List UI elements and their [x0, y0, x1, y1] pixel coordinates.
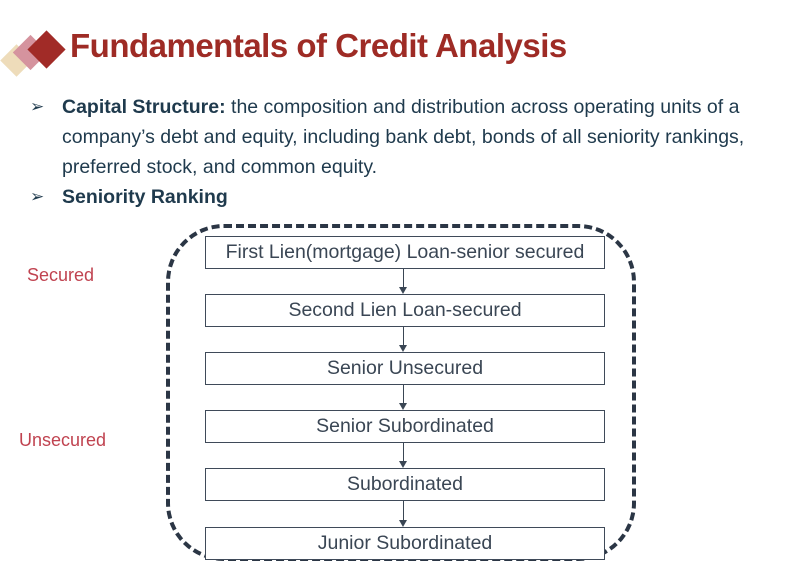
bullet-capital-structure-label: Capital Structure: [62, 96, 226, 118]
node-second-lien-loan: Second Lien Loan-secured [205, 294, 605, 327]
node-subordinated: Subordinated [205, 468, 605, 501]
node-senior-unsecured: Senior Unsecured [205, 352, 605, 385]
bullet-list: ➢ Capital Structure: the composition and… [30, 92, 746, 212]
arrow-down-icon [399, 501, 408, 527]
node-senior-subordinated: Senior Subordinated [205, 410, 605, 443]
bullet-seniority-ranking-label: Seniority Ranking [62, 186, 228, 208]
side-label-unsecured: Unsecured [19, 430, 107, 450]
bullet-arrow-icon: ➢ [30, 97, 45, 116]
node-junior-subordinated: Junior Subordinated [205, 527, 605, 560]
arrow-down-icon [399, 327, 408, 352]
bullet-capital-structure: ➢ Capital Structure: the composition and… [30, 92, 746, 182]
arrow-down-icon [399, 269, 408, 294]
bullet-capital-structure-text: the composition and distribution across … [62, 96, 745, 178]
page-title: Fundamentals of Credit Analysis [70, 27, 567, 64]
bullet-arrow-icon: ➢ [30, 187, 45, 206]
side-label-secured: Secured [27, 265, 95, 285]
arrow-down-icon [399, 385, 408, 410]
bullet-seniority-ranking: ➢ Seniority Ranking [30, 182, 746, 212]
node-first-lien-loan: First Lien(mortgage) Loan-senior secured [205, 236, 605, 269]
arrow-down-icon [399, 443, 408, 468]
